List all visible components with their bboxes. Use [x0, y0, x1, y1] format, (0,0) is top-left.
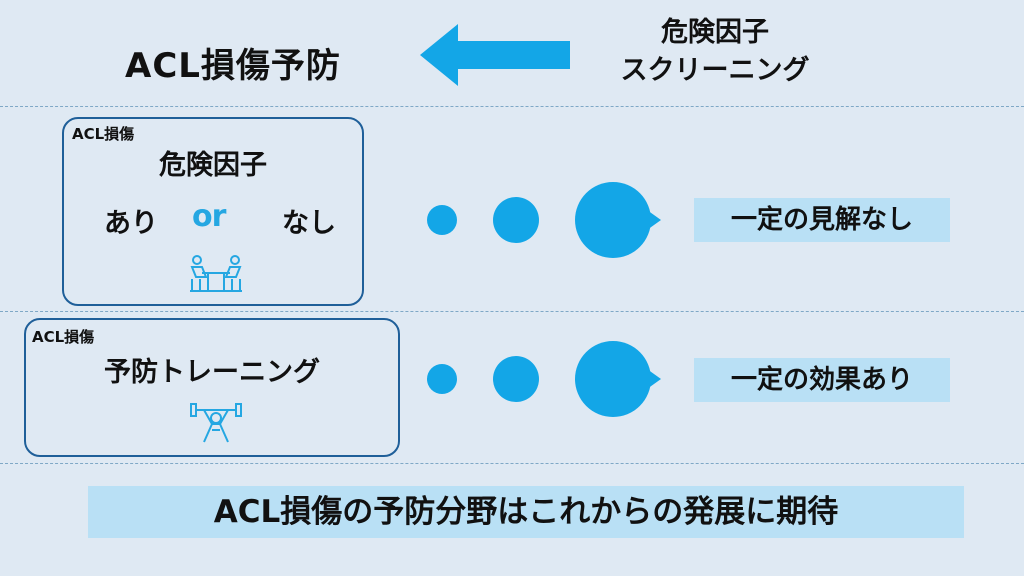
dot-medium	[493, 197, 539, 243]
left-arrow-icon	[420, 24, 570, 86]
dot-small	[427, 364, 457, 394]
result-label: 一定の効果あり	[694, 358, 950, 402]
result-label: 一定の見解なし	[694, 198, 950, 242]
dot-small	[427, 205, 457, 235]
divider-bottom	[0, 463, 1024, 464]
page-title: ACL損傷予防	[125, 46, 341, 86]
screening-line-1: 危険因子	[661, 17, 769, 48]
box-heading: 予防トレーニング	[104, 357, 320, 388]
weightlifting-icon	[190, 403, 242, 443]
box-tag: ACL損傷	[32, 328, 95, 346]
speech-bubble-icon	[575, 341, 661, 417]
box-heading: 危険因子	[159, 150, 267, 181]
conclusion-banner: ACL損傷の予防分野はこれからの発展に期待	[88, 486, 964, 538]
option-no: なし	[282, 208, 336, 239]
screening-line-2: スクリーニング	[620, 55, 810, 86]
people-at-table-icon	[190, 255, 242, 292]
divider-top	[0, 106, 1024, 107]
prevention-training-box: ACL損傷 予防トレーニング	[24, 318, 400, 457]
divider-middle	[0, 311, 1024, 312]
box-tag: ACL損傷	[72, 125, 135, 143]
option-yes: あり	[104, 208, 158, 239]
screening-label: 危険因子 スクリーニング	[600, 14, 830, 90]
risk-factor-box: ACL損傷 危険因子 あり or なし	[62, 117, 364, 306]
dot-medium	[493, 356, 539, 402]
option-or: or	[192, 199, 226, 234]
speech-bubble-icon	[575, 182, 661, 258]
